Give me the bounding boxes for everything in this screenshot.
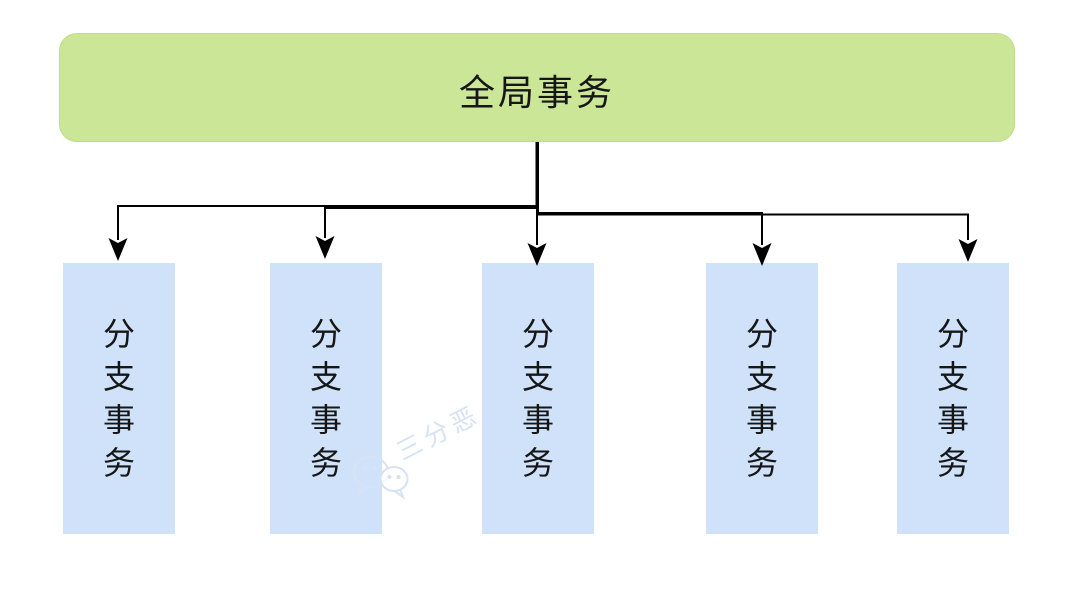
branch-label-char: 支 xyxy=(745,359,778,395)
branch-label-char: 分 xyxy=(309,316,342,352)
branch-label-char: 支 xyxy=(309,359,342,395)
branch-label-char: 事 xyxy=(309,402,342,438)
connector-root-to-branch-5 xyxy=(537,142,969,240)
branch-node-2: 分 支 事 务 xyxy=(270,263,382,534)
watermark-text: 三分恶 xyxy=(392,401,486,467)
branch-node-1: 分 支 事 务 xyxy=(63,263,175,534)
arrowhead-branch-2 xyxy=(315,236,335,259)
branch-label-char: 支 xyxy=(936,359,969,395)
branch-label-char: 支 xyxy=(521,359,554,395)
root-node-global-transaction: 全局事务 xyxy=(59,33,1015,142)
connector-root-to-branch-1 xyxy=(117,142,538,240)
branch-label-char: 事 xyxy=(102,402,135,438)
branch-node-5: 分 支 事 务 xyxy=(897,263,1009,534)
branch-label-char: 务 xyxy=(745,445,778,481)
branch-node-4: 分 支 事 务 xyxy=(706,263,818,534)
branch-label-char: 事 xyxy=(521,402,554,438)
branch-label-char: 分 xyxy=(936,316,969,352)
branch-label-char: 支 xyxy=(102,359,135,395)
branch-label-char: 分 xyxy=(521,316,554,352)
connector-root-to-branch-2 xyxy=(324,142,538,238)
branch-label-char: 事 xyxy=(745,402,778,438)
arrowhead-branch-1 xyxy=(108,238,128,261)
branch-label-char: 务 xyxy=(521,445,554,481)
branch-label-char: 务 xyxy=(102,445,135,481)
connector-root-to-branch-4 xyxy=(537,142,763,245)
root-node-label: 全局事务 xyxy=(458,72,615,113)
branch-label-char: 务 xyxy=(309,445,342,481)
branch-label-char: 事 xyxy=(936,402,969,438)
branch-label-char: 务 xyxy=(936,445,969,481)
branch-label-char: 分 xyxy=(102,316,135,352)
branch-label-char: 分 xyxy=(745,316,778,352)
branch-node-3: 分 支 事 务 xyxy=(482,263,594,534)
arrowhead-branch-5 xyxy=(958,239,978,262)
